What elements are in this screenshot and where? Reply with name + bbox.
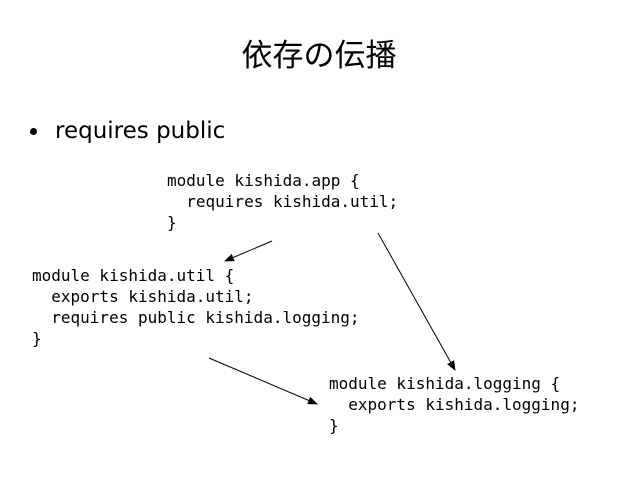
code-line: exports kishida.logging; [329, 395, 580, 414]
code-line: requires kishida.util; [167, 192, 399, 211]
arrow-util-to-logging [208, 357, 318, 405]
code-block-app: module kishida.app { requires kishida.ut… [167, 170, 398, 233]
code-line: } [329, 416, 339, 435]
code-block-logging: module kishida.logging { exports kishida… [329, 373, 579, 436]
code-line: module kishida.util { [32, 266, 235, 285]
bullet-text: requires public [55, 118, 226, 144]
code-block-util: module kishida.util { exports kishida.ut… [32, 265, 360, 349]
arrow-app-to-util [224, 240, 273, 262]
code-line: module kishida.app { [167, 171, 360, 190]
arrow-app-to-logging [377, 232, 456, 371]
code-line: module kishida.logging { [329, 374, 561, 393]
code-line: } [32, 329, 42, 348]
code-line: requires public kishida.logging; [32, 308, 360, 327]
slide-title: 依存の伝播 [241, 38, 397, 74]
code-line: } [167, 213, 177, 232]
bullet-dot-icon [30, 127, 37, 135]
code-line: exports kishida.util; [32, 287, 254, 306]
bullet-item: requires public [30, 114, 225, 148]
